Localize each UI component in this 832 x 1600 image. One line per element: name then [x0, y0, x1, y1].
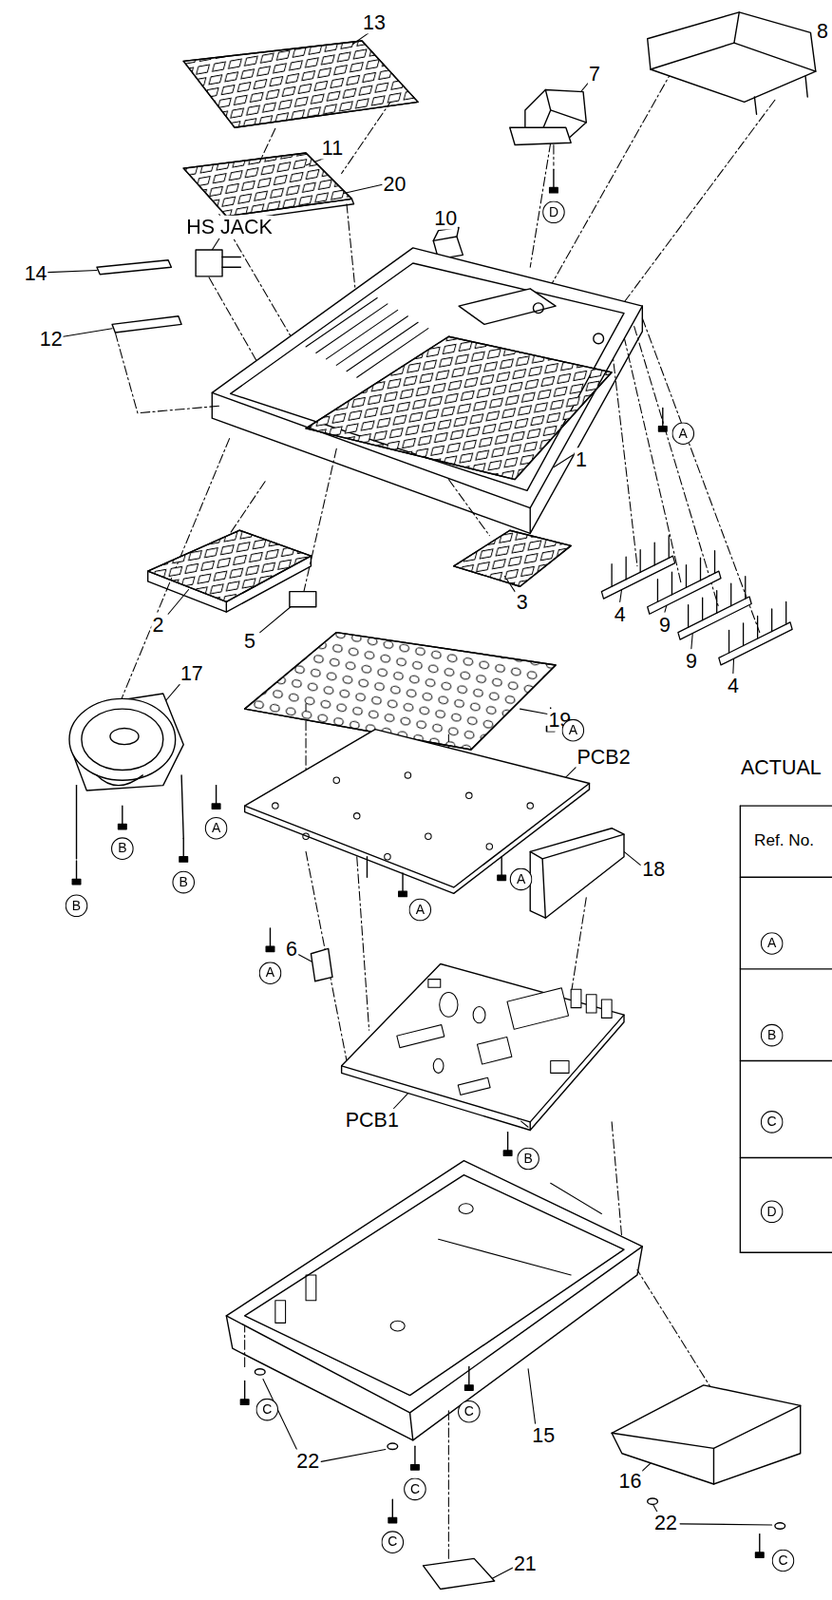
speaker	[69, 693, 184, 859]
screw-ref-letter: C	[457, 1399, 481, 1423]
screw-ref-letter: C	[403, 1477, 427, 1501]
callout-number: 12	[38, 327, 64, 351]
callout-leaders	[47, 32, 772, 1578]
callout-number: Ref. No.	[753, 829, 815, 852]
callout-number: 6	[284, 937, 299, 961]
screw-ref-letter: C	[772, 1549, 795, 1572]
rubber-sheet	[245, 632, 556, 750]
callout-number: HS JACK	[185, 215, 274, 239]
callout-number: 1	[574, 447, 588, 471]
callout-number: 9	[684, 649, 699, 673]
screw-ref-letter: B	[516, 1147, 540, 1171]
callout-number: 3	[515, 590, 530, 614]
callout-number: 4	[726, 674, 740, 698]
screw-ref-letter: B	[111, 836, 134, 860]
callout-number: 8	[815, 18, 830, 42]
screw-ref-letter: A	[205, 816, 228, 840]
callout-number: 17	[179, 661, 205, 685]
callout-number: 7	[587, 61, 602, 85]
callout-number: 5	[243, 628, 257, 652]
callout-number: PCB1	[344, 1108, 400, 1132]
callout-number: 15	[530, 1423, 556, 1447]
screw-ref-letter: B	[65, 893, 89, 917]
callout-number: 9	[658, 612, 672, 636]
callout-number: 16	[617, 1469, 643, 1493]
pcb1	[310, 828, 624, 1131]
callout-number: 2	[151, 612, 165, 636]
callout-number: 10	[433, 207, 458, 230]
callout-number: ACTUAL	[739, 755, 823, 778]
screw-ref-letter: A	[510, 868, 533, 891]
callout-number: PCB2	[575, 745, 631, 769]
screw-table	[739, 805, 832, 1252]
screw-ref-letter: A	[408, 898, 432, 922]
keypads	[148, 529, 793, 665]
callout-number: 22	[653, 1511, 679, 1534]
callout-number: 20	[381, 171, 407, 195]
screws	[72, 169, 764, 1557]
callout-number: 18	[641, 857, 666, 881]
screw-ref-letter: D	[542, 200, 566, 224]
screw-ref-letter: B	[171, 870, 195, 894]
callout-number: 21	[512, 1551, 538, 1575]
screw-ref-letter: B	[760, 1023, 784, 1047]
screw-ref-letter: A	[760, 931, 784, 955]
callout-number: 14	[23, 262, 49, 285]
upper-cabinet	[211, 247, 643, 534]
screw-ref-letter: A	[671, 421, 695, 445]
screw-ref-letter: D	[760, 1200, 784, 1224]
screw-ref-letter: C	[760, 1110, 784, 1134]
callout-number: 11	[321, 136, 344, 160]
screw-ref-letter: A	[562, 718, 586, 742]
lower-cabinet	[226, 1160, 800, 1589]
callout-number: 22	[295, 1448, 321, 1472]
screw-ref-letter: C	[255, 1398, 279, 1421]
callout-number: 4	[613, 602, 627, 625]
callout-number: 13	[361, 11, 387, 35]
screw-ref-letter: A	[259, 961, 283, 984]
dashed-leaders	[114, 69, 776, 1558]
screw-ref-letter: C	[381, 1530, 405, 1553]
